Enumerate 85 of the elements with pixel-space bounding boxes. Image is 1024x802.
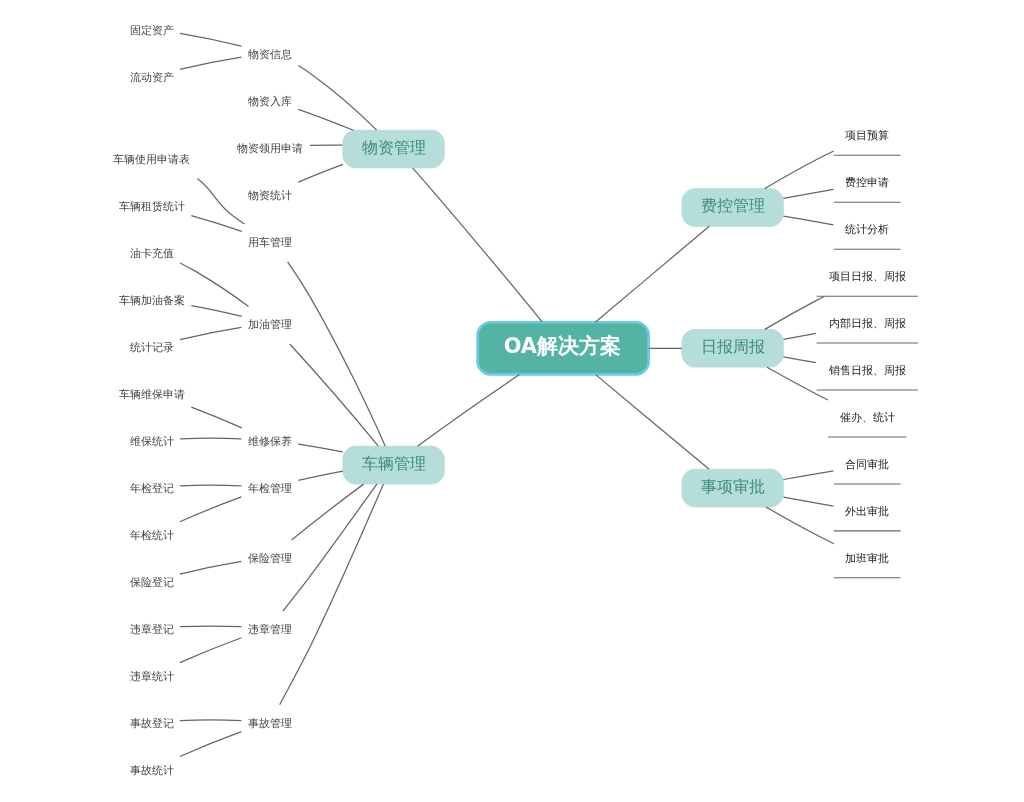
connector <box>179 262 250 308</box>
connector <box>279 483 385 706</box>
connector <box>782 332 817 340</box>
connector <box>282 483 378 612</box>
node-text: 项目预算 <box>845 128 890 143</box>
node-text: 年检登记 <box>129 481 174 496</box>
node-text: 保险管理 <box>247 550 292 565</box>
connector <box>782 356 817 364</box>
connector <box>179 326 243 341</box>
node-text: 统计分析 <box>845 222 890 237</box>
node-text: 事故登记 <box>129 715 174 730</box>
connector <box>595 374 710 470</box>
node-text: 统计记录 <box>129 340 174 355</box>
connector <box>782 215 835 226</box>
node-text: 车辆加油备案 <box>118 293 185 308</box>
connector <box>782 188 835 200</box>
connector <box>782 496 835 507</box>
node-text: 年检管理 <box>247 481 292 496</box>
node-box: 物资管理 <box>342 129 445 169</box>
node-box: 事项审批 <box>681 468 784 508</box>
node-text: 事故管理 <box>247 715 292 730</box>
connector <box>289 343 379 447</box>
node-text: 固定资产 <box>129 23 174 38</box>
node-text: 违章统计 <box>129 668 174 683</box>
node-box: OA解决方案 <box>476 320 650 376</box>
node-text: 加班审批 <box>845 550 890 565</box>
connector <box>179 719 243 722</box>
node-text: 物资信息 <box>247 47 292 62</box>
node-box: 车辆管理 <box>342 445 445 485</box>
connector <box>190 406 243 429</box>
connector <box>765 506 835 545</box>
connector <box>782 470 835 481</box>
node-text: 物资入库 <box>247 94 292 109</box>
node-text: 违章管理 <box>247 621 292 636</box>
node-text: 车辆租赁统计 <box>118 199 185 214</box>
node-text: 物资统计 <box>247 187 292 202</box>
connector <box>411 167 543 323</box>
node-text: 外出审批 <box>845 504 890 519</box>
connector <box>297 470 344 482</box>
connector <box>297 64 378 131</box>
node-text: 车辆使用申请表 <box>113 152 191 167</box>
node-text: 内部日报、周报 <box>828 316 906 331</box>
node-text: 油卡充值 <box>129 246 174 261</box>
connector <box>179 637 243 664</box>
connector <box>648 347 683 349</box>
node-text: 项目日报、周报 <box>828 269 906 284</box>
connector <box>416 374 521 447</box>
connector <box>196 177 246 225</box>
node-box: 日报周报 <box>681 329 784 368</box>
node-text: 用车管理 <box>247 234 292 249</box>
node-text: 销售日报、周报 <box>828 363 906 378</box>
node-text: 费控申请 <box>845 175 890 190</box>
connector <box>179 32 243 47</box>
connector <box>764 150 835 190</box>
connector <box>594 225 710 323</box>
node-text: 物资领用申请 <box>236 140 303 155</box>
connector <box>179 437 243 440</box>
connector <box>179 496 243 523</box>
connector <box>287 261 386 447</box>
node-text: 流动资产 <box>129 70 174 85</box>
connector <box>297 443 344 453</box>
node-text: 年检统计 <box>129 528 174 543</box>
connector <box>190 214 243 232</box>
connector <box>309 144 344 146</box>
connector <box>179 560 243 575</box>
connector <box>190 305 243 317</box>
connector <box>764 295 826 331</box>
connector <box>179 484 243 487</box>
node-text: 事故统计 <box>129 762 174 777</box>
node-text: 合同审批 <box>845 457 890 472</box>
node-text: 违章登记 <box>129 621 174 636</box>
connector <box>766 366 829 401</box>
connector <box>179 731 243 758</box>
connector <box>297 108 354 131</box>
node-text: 加油管理 <box>247 317 292 332</box>
connector <box>291 483 365 541</box>
connector <box>179 56 243 70</box>
connector <box>179 625 243 628</box>
node-text: 维保统计 <box>129 434 174 449</box>
node-text: 催办、统计 <box>839 410 895 425</box>
node-text: 保险登记 <box>129 574 174 589</box>
connector <box>297 163 344 183</box>
node-box: 费控管理 <box>681 188 784 227</box>
node-text: 维修保养 <box>247 434 292 449</box>
node-text: 车辆维保申请 <box>118 387 185 402</box>
